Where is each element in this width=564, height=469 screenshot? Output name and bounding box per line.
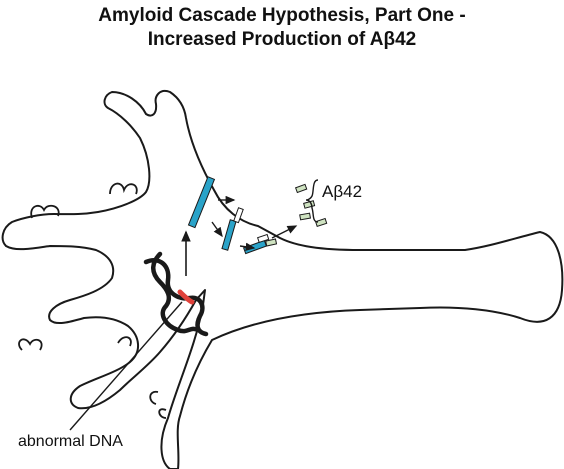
abeta42-label: Aβ42	[322, 182, 362, 201]
abeta-brace	[305, 179, 319, 223]
dendrite-spine-lower	[117, 336, 132, 347]
dna-double-helix	[143, 251, 209, 337]
app-protein-cleaved	[221, 219, 237, 251]
app-protein-full	[187, 176, 216, 229]
title-line-2: Increased Production of Aβ42	[147, 29, 417, 50]
dendrite-spine-left	[18, 338, 43, 351]
neuron-outline	[1, 90, 564, 469]
cleavage-arrow-3	[239, 242, 256, 251]
dna-strand-b	[151, 251, 201, 334]
dna-leader-line	[69, 301, 183, 431]
dendrite-spine-upper	[109, 182, 138, 195]
abnormal-dna-label: abnormal DNA	[18, 433, 123, 450]
title-line-1: Amyloid Cascade Hypothesis, Part One -	[98, 5, 466, 26]
dendrite-spine-base	[158, 408, 167, 419]
fragment-white-2	[256, 233, 270, 244]
fragment-white-1	[233, 207, 244, 224]
dendrite-spine-bottom	[149, 390, 159, 405]
diagram-title: Amyloid Cascade Hypothesis, Part One - I…	[0, 4, 564, 52]
dendrite-spine-top	[30, 204, 60, 219]
abeta-fragment-3	[299, 212, 312, 221]
release-arrow	[271, 225, 298, 239]
abeta-fragment-1	[294, 183, 308, 194]
abeta-fragment-5	[265, 238, 278, 247]
abeta-fragment-4	[314, 217, 328, 228]
cleavage-arrow-2	[211, 221, 223, 238]
dna-mutation-segment	[177, 289, 195, 305]
